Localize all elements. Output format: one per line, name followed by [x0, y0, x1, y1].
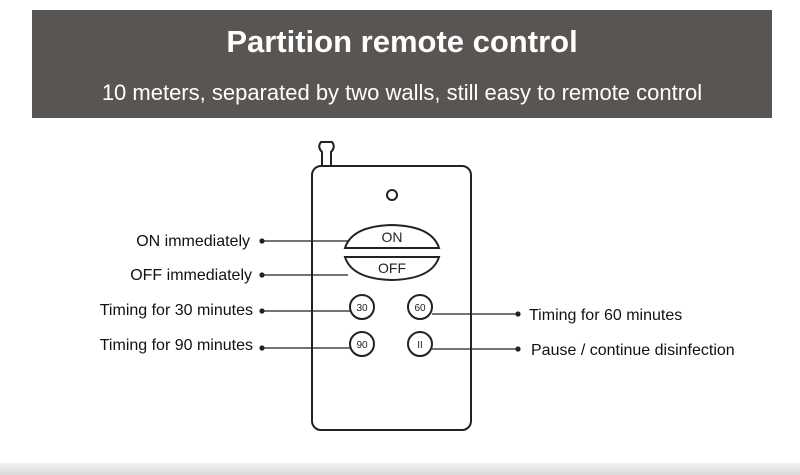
banner-title: Partition remote control — [226, 24, 578, 59]
timer-60-label: 60 — [414, 303, 426, 314]
remote-body — [311, 165, 472, 431]
callout-off-immediately: OFF immediately — [130, 267, 252, 284]
off-button-label: OFF — [378, 260, 406, 276]
header-banner: Partition remote control 10 meters, sepa… — [32, 10, 772, 118]
pause-button-label: II — [417, 340, 423, 351]
indicator-light — [386, 189, 398, 201]
callout-on-immediately: ON immediately — [136, 233, 250, 250]
off-button[interactable]: OFF — [343, 256, 441, 282]
timer-90-button[interactable]: 90 — [349, 331, 375, 357]
callout-timing-60: Timing for 60 minutes — [529, 307, 682, 324]
callout-timing-90: Timing for 90 minutes — [100, 337, 253, 354]
antenna-icon — [318, 141, 335, 168]
timer-30-button[interactable]: 30 — [349, 294, 375, 320]
banner-subtitle: 10 meters, separated by two walls, still… — [101, 80, 703, 105]
leader-60-dot — [515, 311, 521, 317]
callout-timing-30: Timing for 30 minutes — [100, 302, 253, 319]
timer-90-label: 90 — [356, 340, 368, 351]
timer-30-label: 30 — [356, 303, 368, 314]
bottom-shade — [0, 463, 800, 475]
leader-90-dot — [259, 345, 265, 351]
pause-button[interactable]: II — [407, 331, 433, 357]
on-button-label: ON — [382, 229, 403, 245]
leader-off-dot — [259, 272, 265, 278]
timer-60-button[interactable]: 60 — [407, 294, 433, 320]
leader-on-dot — [259, 238, 265, 244]
callout-pause-continue: Pause / continue disinfection — [531, 342, 735, 359]
leader-pause-dot — [515, 346, 521, 352]
on-button[interactable]: ON — [343, 223, 441, 249]
leader-30-dot — [259, 308, 265, 314]
